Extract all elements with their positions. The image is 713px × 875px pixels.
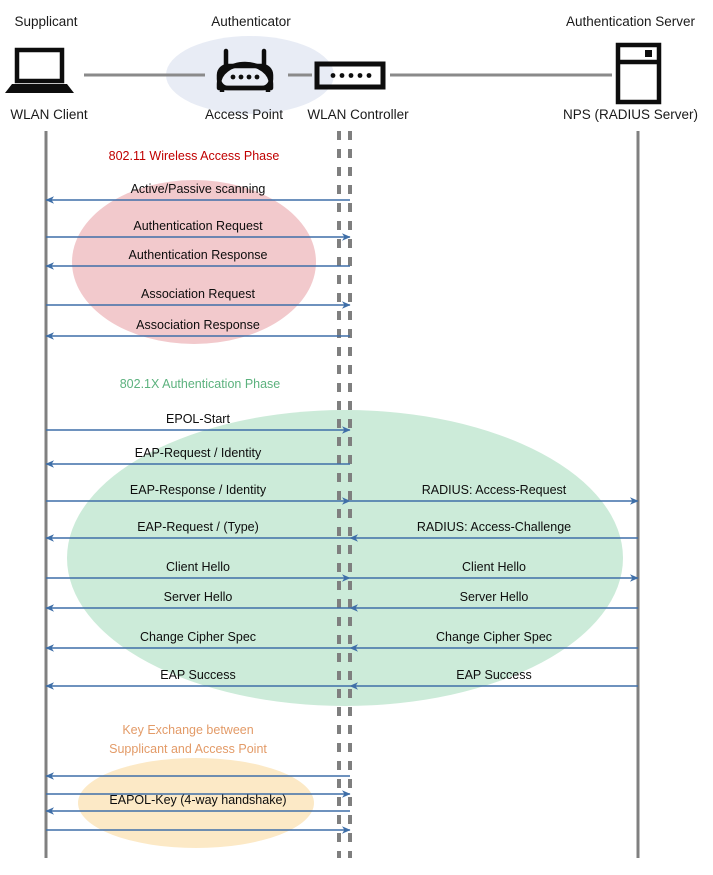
message-label-left-8: EAP-Request / (Type) [137,520,259,534]
phase-ellipse-key-exchange [78,758,314,848]
message-label-right-1: RADIUS: Access-Challenge [416,520,572,534]
message-arrows [45,196,639,834]
message-label-left-15: EAPOL-Key (4-way handshake) [109,793,287,807]
actor-device-nps-radius-server: NPS (RADIUS Server) [562,107,699,122]
message-label-right-3: Server Hello [459,590,529,604]
message-label-right-2: Client Hello [462,560,526,574]
actor-role-authentication-server: Authentication Server [565,14,696,29]
message-label-left-12: EAP Success [160,668,236,682]
actor-device-wlan-controller: WLAN Controller [307,107,409,122]
message-label-left-7: EAP-Response / Identity [129,483,267,497]
phase-ellipse-wireless-access [72,180,316,344]
message-label-left-0: Active/Passive scanning [130,182,266,196]
actor-device-wlan-client: WLAN Client [10,107,88,122]
message-label-left-4: Association Response [136,318,260,332]
phase-ellipses [67,180,623,848]
phase-label-wireless-access: 802.11 Wireless Access Phase [84,147,304,166]
server-icon [615,42,662,105]
message-label-left-3: Association Request [141,287,255,301]
lifelines [44,131,640,858]
phase-label-key-exchange: Key Exchange between Supplicant and Acce… [88,721,288,759]
message-label-left-1: Authentication Request [133,219,263,233]
message-label-left-11: Change Cipher Spec [139,630,257,644]
laptop-icon [5,47,74,93]
phase-label-dot1x-auth: 802.1X Authentication Phase [90,375,310,394]
phase-label-line: Key Exchange between [122,723,254,737]
message-label-left-9: Client Hello [166,560,230,574]
actor-role-authenticator: Authenticator [211,14,291,29]
phase-label-line: 802.11 Wireless Access Phase [108,149,280,163]
phase-label-line: 802.1X Authentication Phase [119,377,281,391]
actor-role-supplicant: Supplicant [14,14,78,29]
phase-ellipse-dot1x-auth [67,410,623,706]
wlan-controller-icon [314,61,386,90]
actor-device-access-point: Access Point [204,107,284,122]
message-label-left-2: Authentication Response [128,248,268,262]
access-point-icon [216,48,274,92]
message-label-right-4: Change Cipher Spec [435,630,553,644]
message-label-left-10: Server Hello [163,590,233,604]
message-label-left-5: EPOL-Start [166,412,230,426]
message-label-left-6: EAP-Request / Identity [134,446,262,460]
message-label-right-0: RADIUS: Access-Request [421,483,567,497]
message-label-right-5: EAP Success [456,668,532,682]
phase-label-line: Supplicant and Access Point [109,742,267,756]
